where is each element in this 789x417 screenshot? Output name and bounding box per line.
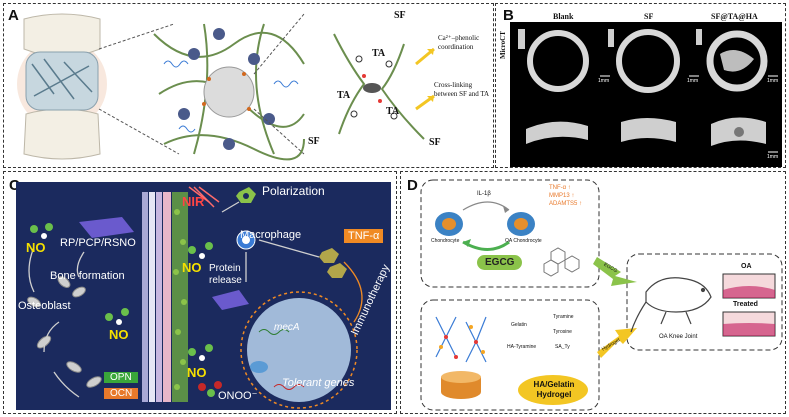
- microct-grid: [510, 22, 782, 167]
- no-label-3: NO: [182, 260, 202, 275]
- rp-pcp-rsno-label: RP/PCP/RSNO: [60, 237, 136, 249]
- oa-chondrocyte-label: OA Chondrocyte: [505, 238, 542, 244]
- onoo-label: ONOO⁻: [218, 390, 258, 402]
- osteoblast-label: Osteoblast: [18, 300, 71, 312]
- note-coordination: Ca²⁺–phenolic coordination: [438, 34, 480, 51]
- oa-histology-label: OA: [741, 263, 752, 270]
- sf-label-bottom: SF: [429, 137, 441, 148]
- meca-label: mecA: [274, 322, 300, 333]
- egcg-molecule: [543, 247, 580, 277]
- scale-bar-label-2: 1mm: [687, 78, 699, 84]
- egcg-arrow: [593, 257, 637, 286]
- ct-side-sftaha: [711, 117, 766, 146]
- panel-a: A: [3, 3, 494, 168]
- osteoblast-cells: [27, 276, 102, 388]
- mouse-illustration: [630, 277, 712, 333]
- tolerant-genes-label: Tolerant genes: [282, 377, 355, 389]
- ct-ring-sf: [608, 29, 680, 93]
- ta-label-3: TA: [386, 106, 400, 117]
- egcg-box: EGCG: [477, 255, 523, 270]
- scale-bar-label-3: 1mm: [767, 78, 779, 84]
- hydrogel-network: [435, 316, 487, 363]
- panel-c: C: [3, 171, 397, 414]
- no-molecules: [30, 223, 213, 361]
- gelatin-label: Gelatin: [511, 322, 527, 328]
- hydrogel-name-label: HA/Gelatin Hydrogel: [533, 380, 575, 399]
- ocn-badge: OCN: [104, 388, 139, 399]
- bacterium-sphere: [240, 291, 358, 409]
- rp-sheet: [79, 217, 134, 238]
- implant-plate: [142, 192, 188, 402]
- ct-side-blank: [526, 121, 588, 144]
- sf-label-top: SF: [394, 10, 406, 21]
- hydrogel-name-bubble: [518, 375, 588, 405]
- col-header-blank: Blank: [553, 12, 574, 21]
- protein-release-label: Protein release: [209, 263, 242, 286]
- panel-a-illustration: [17, 13, 435, 161]
- tyramine-label: Tyramine: [553, 314, 574, 320]
- no-label-4: NO: [187, 365, 207, 380]
- oa-knee-joint-label: OA Knee Joint: [659, 334, 698, 340]
- scale-bar-label-4: 1mm: [767, 154, 779, 160]
- note-crosslink: Cross-linking between SF and TA: [434, 81, 490, 98]
- opn-badge: OPN: [104, 372, 138, 383]
- panel-d-label: D: [407, 177, 418, 194]
- col-header-sftaha: SF@TA@HA: [711, 12, 758, 21]
- nir-beams: [188, 186, 220, 208]
- polarization-label: Polarization: [262, 184, 325, 198]
- no-label-1: NO: [26, 240, 46, 255]
- ct-side-sf: [621, 118, 676, 142]
- nir-label: NIR: [182, 194, 205, 209]
- ta-label-1: TA: [372, 48, 386, 59]
- onoo-molecule: [198, 381, 222, 397]
- col-header-sf: SF: [644, 12, 654, 21]
- ct-ring-sftaha: [696, 29, 768, 92]
- tyrosine-label: Tyrosine: [553, 329, 572, 335]
- ha-tyramine-label: HA-Tyramine: [507, 344, 537, 350]
- network-illustration: [153, 23, 305, 161]
- treated-histology-label: Treated: [733, 301, 758, 308]
- panel-d: D: [400, 171, 786, 414]
- ct-ring-blank: [518, 29, 589, 92]
- sa-ty-label: SA_Ty: [555, 344, 570, 350]
- hydrogel-arrow: [597, 328, 637, 358]
- marker-mmp13: MMP13 ↑: [549, 193, 575, 199]
- tnf-alpha-badge: TNF-α: [344, 229, 384, 243]
- panel-b-label: B: [503, 7, 514, 24]
- no-label-2: NO: [109, 327, 129, 342]
- panel-d-illustration: [420, 179, 783, 411]
- marker-tnf: TNF-α ↑: [549, 185, 571, 191]
- panel-c-arrows: [28, 201, 363, 398]
- knee-joint-image: [17, 13, 107, 160]
- il1b-label: IL-1β: [477, 191, 491, 197]
- macrophage-cells: [236, 187, 347, 278]
- scale-bar-label-1: 1mm: [598, 78, 610, 84]
- macrophage-label: Macrophage: [240, 229, 302, 241]
- chondrocyte-label: Chondrocyte: [431, 238, 460, 244]
- bone-formation-label: Bone formation: [50, 270, 125, 282]
- molecular-scheme: [333, 33, 435, 140]
- panel-c-label: C: [9, 177, 20, 194]
- ta-label-2: TA: [337, 90, 351, 101]
- panel-c-illustration: [16, 182, 391, 410]
- panel-b: B Blank SF SF@TA@HA MicroCT 1mm: [495, 3, 786, 168]
- marker-adamts5: ADAMTS5 ↑: [549, 201, 583, 207]
- sf-label-left: SF: [308, 136, 320, 147]
- panel-a-label: A: [8, 7, 19, 24]
